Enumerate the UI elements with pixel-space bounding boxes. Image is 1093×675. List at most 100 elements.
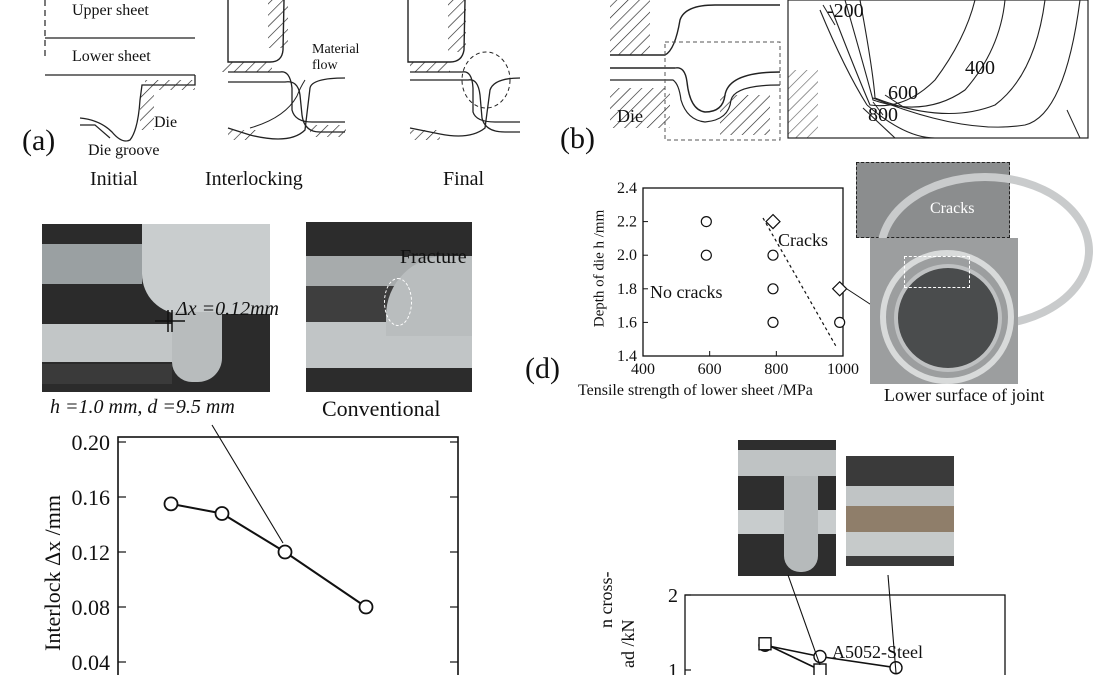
photo-c-left-sheet-bottom (42, 324, 182, 362)
panel-b-label: (b) (560, 122, 595, 155)
contour-label-400: 400 (965, 57, 995, 79)
photo-e-arrow-1 (787, 574, 821, 666)
fracture-ellipse (384, 278, 412, 326)
crack-ytick-label: 1.4 (617, 348, 637, 365)
crack-ytick-label: 1.8 (617, 281, 637, 298)
panel-b-drawing (610, 0, 1089, 141)
crack-xtick-label: 600 (698, 361, 722, 378)
crack-map-y-axis-label: Depth of die h /mm (591, 209, 608, 328)
interlock-point (358, 599, 374, 615)
photo-e-left-top (738, 450, 836, 476)
fracture-label: Fracture (400, 246, 467, 268)
crack-ytick-label: 2.0 (617, 247, 637, 264)
interlock-ytick-label: 0.16 (72, 485, 111, 510)
initial-diagram (44, 0, 196, 142)
interlock-point (214, 506, 230, 521)
crack-point-circle (700, 215, 712, 228)
photo-c-right (306, 222, 472, 392)
crack-xtick-label: 1000 (827, 361, 859, 378)
panel-a: Upper sheet Lower sheet Die Die groove M… (0, 0, 521, 200)
photo-e-arrow-2 (887, 574, 897, 674)
stage-final: Final (443, 168, 485, 190)
interlock-point (163, 496, 179, 512)
die-label: Die (154, 114, 178, 131)
photo-e-right-top (846, 486, 954, 506)
panel-a-label: (a) (22, 124, 56, 157)
interlock-ytick-label: 0.20 (72, 430, 111, 455)
interlock-ytick-label: 0.04 (72, 650, 111, 675)
photo-c-left-body (142, 224, 270, 314)
load-chart-frame (684, 594, 1006, 675)
load-series-label: A5052-Steel (832, 642, 923, 662)
load-point-circle (813, 649, 827, 664)
photo-caption-conventional: Conventional (322, 396, 441, 421)
stage-initial: Initial (90, 168, 138, 190)
load-ytick-label: 2 (668, 585, 678, 607)
stage-interlocking: Interlocking (205, 168, 303, 190)
photo-e-right-mid (846, 506, 954, 532)
contour-label-800: 800 (868, 104, 898, 126)
interlock-series-line (170, 502, 367, 608)
contour-label-600: 600 (888, 82, 918, 104)
annotation-cracks: Cracks (778, 230, 828, 250)
crack-point-circle (767, 249, 779, 261)
crack-xtick-label: 400 (631, 361, 655, 378)
annotation-no-cracks: No cracks (650, 282, 723, 302)
crack-point-circle (700, 249, 712, 261)
joint-photo (870, 238, 1018, 384)
callout-arrow (211, 424, 284, 544)
load-chart: 12 (668, 574, 1006, 675)
crack-map-chart: 400 600 800 1000 1.4 1.6 1.8 2.0 2.2 2.4 (617, 180, 874, 378)
joint-photo-outer-ring (880, 250, 1014, 384)
load-point-square (813, 663, 827, 675)
crack-photo (856, 162, 1093, 329)
photo-e-right-bottom (846, 532, 954, 556)
crack-point-circle (834, 316, 846, 328)
load-point-square (758, 637, 772, 651)
crack-map-frame (642, 187, 844, 357)
crack-xtick-label: 800 (764, 361, 788, 378)
interlock-ytick-label: 0.12 (72, 540, 111, 565)
crack-pointer (846, 288, 874, 307)
crack-photo-label: Cracks (930, 200, 975, 217)
crack-map-x-axis-label: Tensile strength of lower sheet /MPa (578, 382, 813, 399)
interlock-chart: 0.04 0.08 0.12 0.16 0.20 (72, 424, 459, 675)
lower-sheet-label: Lower sheet (72, 48, 151, 65)
interlock-ytick-label: 0.08 (72, 595, 111, 620)
crack-ytick-label: 1.6 (617, 314, 637, 331)
photo-c-left-sheet-top (42, 244, 142, 284)
joint-caption: Lower surface of joint (884, 385, 1045, 405)
photo-c-left (42, 224, 270, 392)
interlock-measurement-label: Δx =0.12mm (176, 298, 279, 320)
photo-e-right (846, 456, 954, 566)
crack-ytick-label: 2.4 (617, 180, 637, 197)
load-ylabel-fragment-2: ad /kN (618, 619, 638, 669)
interlock-marker (155, 310, 185, 332)
material-flow-label: Material flow (312, 42, 360, 73)
panel-b: Die -200 400 600 800 (b) (555, 0, 1089, 165)
photo-e-left (738, 440, 836, 576)
panel-d-label: (d) (525, 352, 560, 385)
load-ylabel-fragment-1: n cross- (596, 571, 616, 629)
crack-ytick-label: 2.2 (617, 214, 637, 231)
contour-label-minus200: -200 (827, 0, 864, 22)
photo-c-left-plug (172, 312, 222, 382)
photo-caption-parameters: h =1.0 mm, d =9.5 mm (50, 396, 235, 418)
crack-point-circle (767, 283, 779, 295)
upper-sheet-label: Upper sheet (72, 2, 149, 19)
interlock-point (277, 544, 293, 560)
photo-e-left-plug (784, 476, 818, 572)
joint-photo-dashed-box (904, 256, 970, 288)
crack-boundary-line (762, 217, 838, 349)
crack-point-diamond (765, 213, 781, 230)
load-series-line (764, 643, 821, 671)
final-diagram (407, 0, 521, 140)
panel-a-drawing (44, 0, 521, 142)
crack-point-circle (767, 316, 779, 328)
interlock-chart-frame (117, 436, 459, 675)
panel-b-die-label: Die (617, 106, 643, 126)
die-groove-label: Die groove (88, 142, 160, 159)
crack-point-diamond (831, 280, 848, 297)
load-ytick-label: 1 (668, 660, 678, 675)
interlocking-diagram (222, 0, 346, 140)
